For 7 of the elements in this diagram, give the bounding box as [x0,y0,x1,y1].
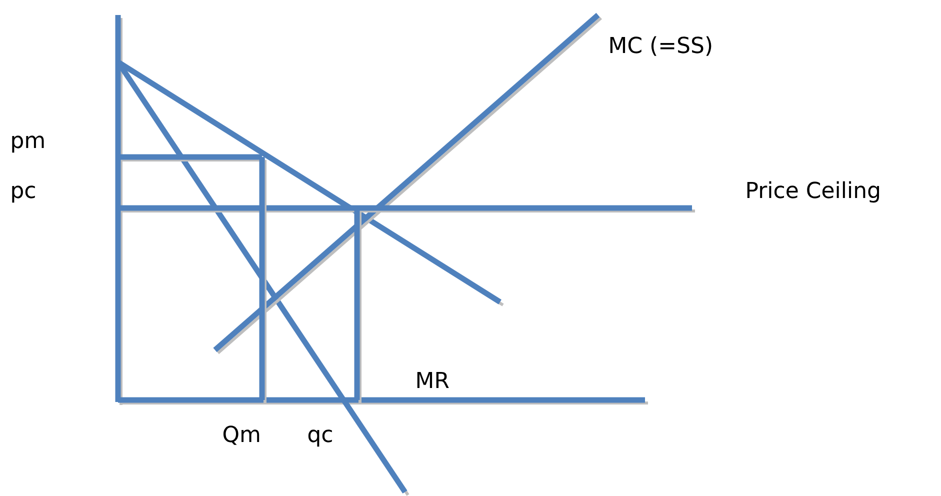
axis-label: pc [12,186,35,203]
axis-label: MR [417,372,449,388]
axis-label: qc [308,430,332,447]
axis-label: Price Ceiling [747,181,879,203]
axis-label: Qm [223,426,260,445]
axis-label: MC (=SS) [610,36,712,56]
axis-label: pm [12,136,44,153]
